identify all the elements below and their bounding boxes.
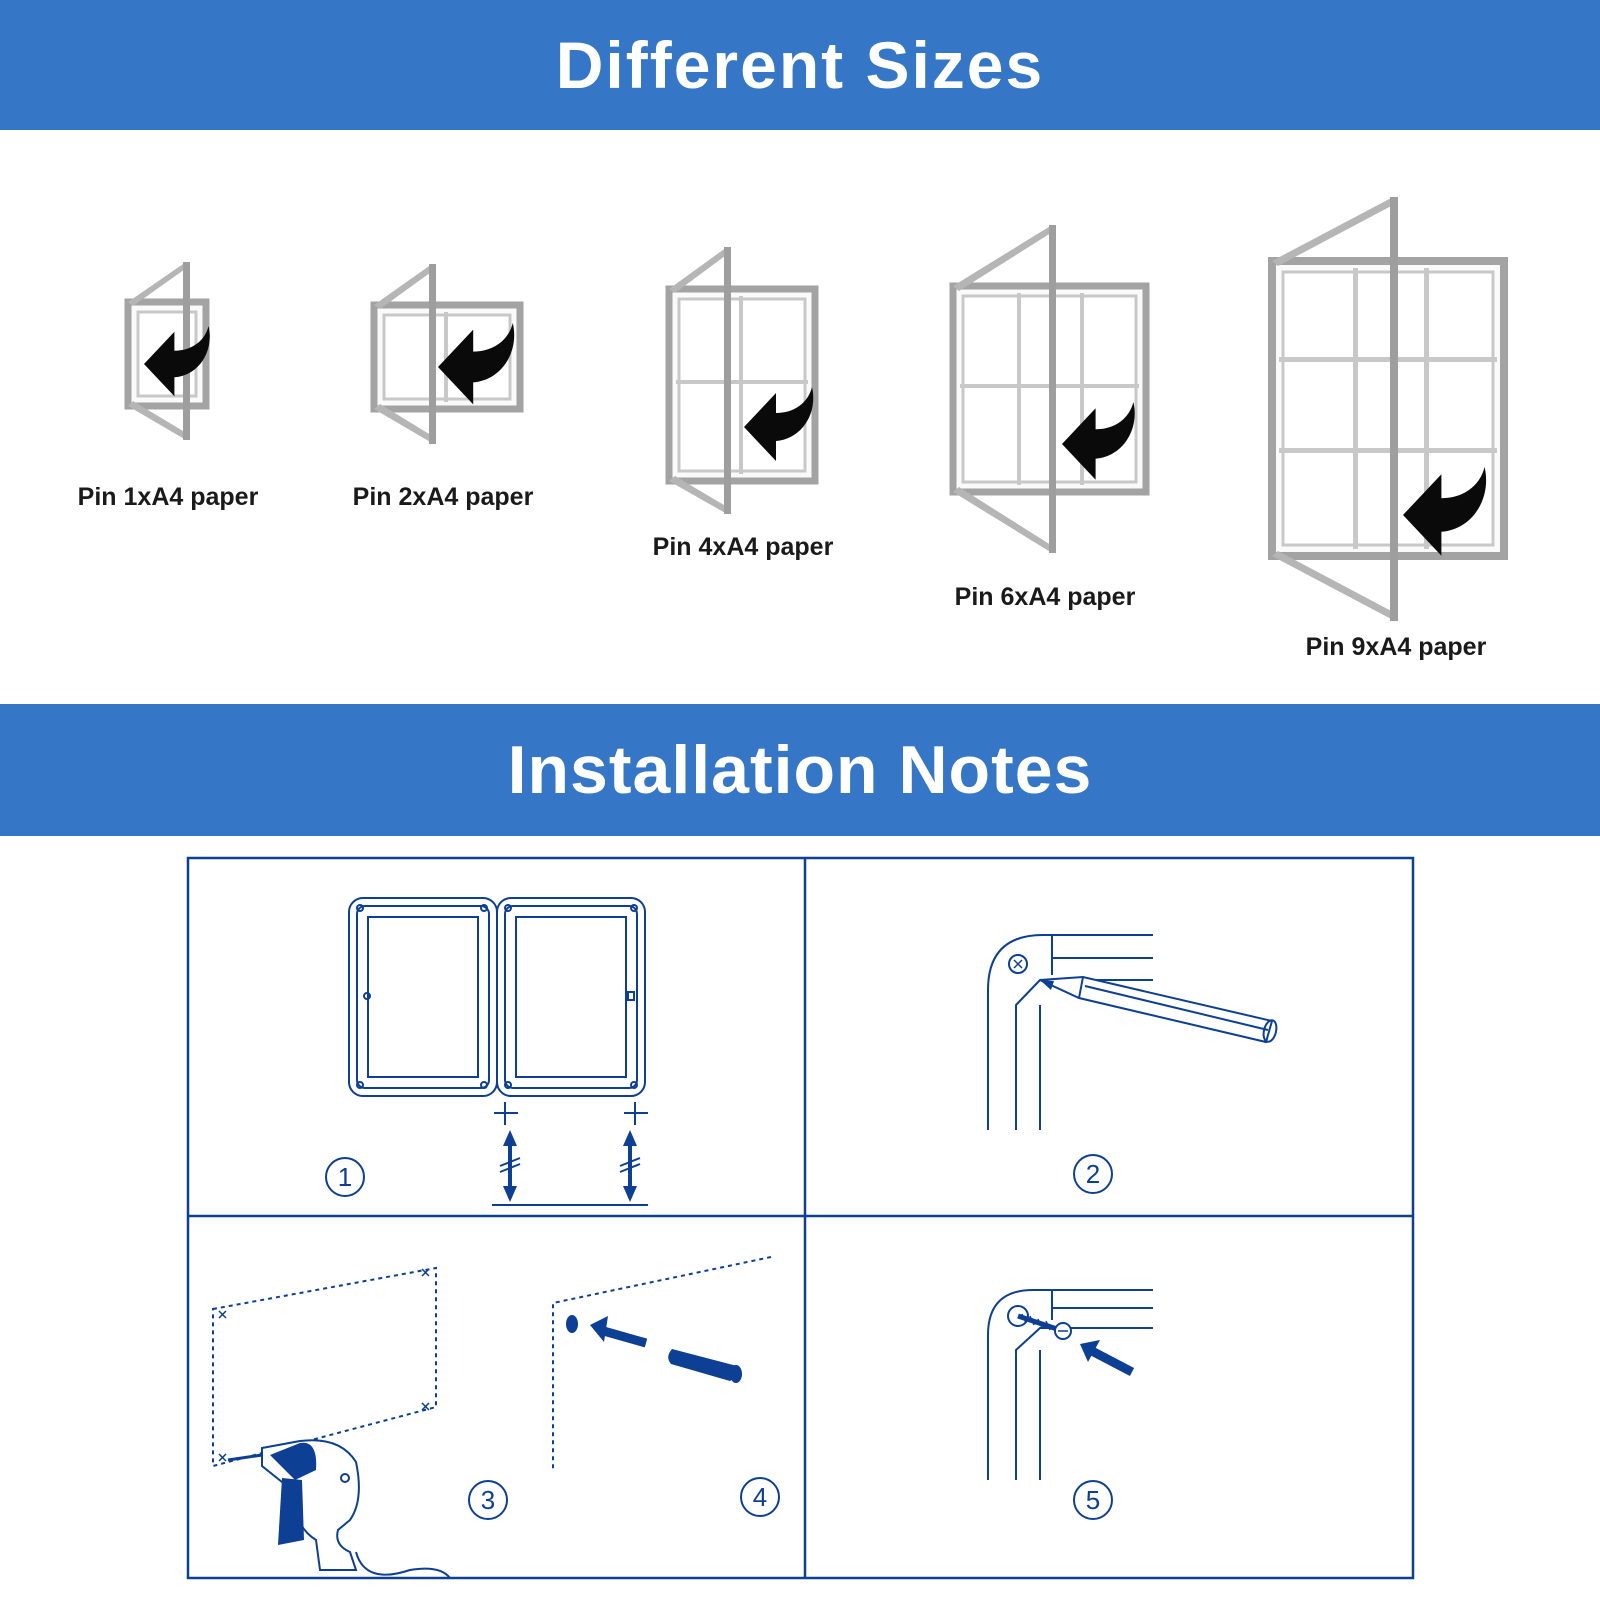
step-4-panel <box>552 1256 772 1470</box>
step-3-badge <box>468 1480 508 1520</box>
board-9xa4 <box>1268 197 1508 621</box>
size-label-1xa4: Pin 1xA4 paper <box>77 483 259 511</box>
step-4-number: 4 <box>753 1482 767 1512</box>
step-1-panel <box>348 897 648 1206</box>
step-2-number: 2 <box>1086 1159 1100 1189</box>
installation-notes-title: Installation Notes <box>507 732 1093 808</box>
step-3-panel <box>212 1266 451 1579</box>
board-4xa4 <box>665 247 819 514</box>
step-5-number: 5 <box>1086 1485 1100 1515</box>
wall-plug-icon <box>668 1349 742 1383</box>
board-2xa4 <box>370 264 524 444</box>
size-label-9xa4: Pin 9xA4 paper <box>1305 633 1487 661</box>
step-2-panel <box>987 934 1278 1130</box>
step-number-badges <box>325 1154 1113 1520</box>
size-label-6xa4: Pin 6xA4 paper <box>954 583 1136 611</box>
screw-icon <box>1017 1313 1072 1340</box>
pencil-icon <box>1039 975 1278 1044</box>
size-label-2xa4: Pin 2xA4 paper <box>352 483 534 511</box>
steps-grid <box>186 856 1415 1580</box>
step-5-panel <box>987 1289 1153 1480</box>
step-5-badge <box>1073 1480 1113 1520</box>
step-2-badge <box>1073 1154 1113 1194</box>
size-illustrations <box>124 197 1508 621</box>
drill-icon <box>227 1439 451 1579</box>
step-3-number: 3 <box>481 1485 495 1515</box>
different-sizes-banner: Different Sizes <box>0 0 1600 130</box>
installation-notes-banner: Installation Notes <box>0 704 1600 836</box>
step-1-badge <box>325 1157 365 1197</box>
step-4-badge <box>740 1477 780 1517</box>
board-6xa4 <box>949 225 1150 553</box>
size-label-4xa4: Pin 4xA4 paper <box>652 533 834 561</box>
step-1-number: 1 <box>338 1162 352 1192</box>
different-sizes-title: Different Sizes <box>555 28 1045 102</box>
board-1xa4 <box>124 262 210 440</box>
